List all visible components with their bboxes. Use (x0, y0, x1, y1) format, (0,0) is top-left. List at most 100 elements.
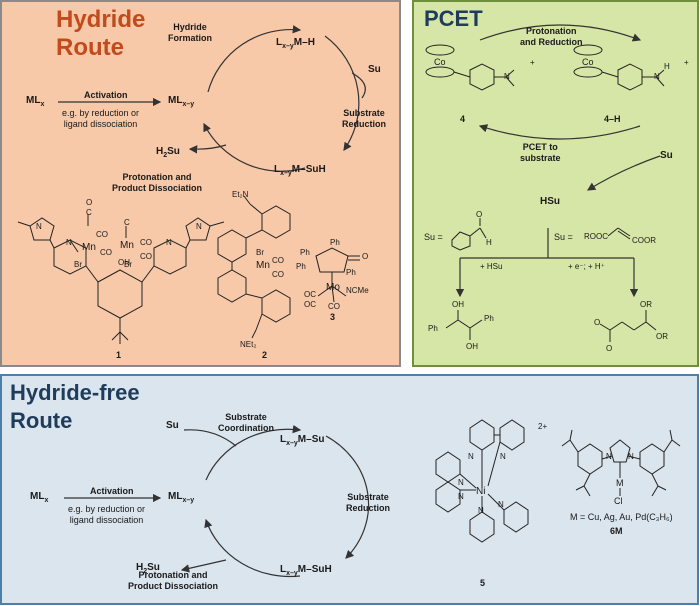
hydride-free-mlxy: MLx–y (168, 491, 195, 504)
c2-co-b: CO (272, 270, 284, 279)
pcet-h-ald: H (486, 238, 492, 247)
hydride-free-substrate-coordination-label: Substrate Coordination (218, 412, 274, 433)
c1-c-top: C (86, 208, 92, 217)
hydride-free-su: Su (166, 420, 179, 431)
compound-6m-label: 6M (610, 526, 623, 536)
hydride-free-substrate-reduction-label: Substrate Reduction (346, 492, 390, 513)
c1-br-left: Br (74, 260, 82, 269)
hydride-free-h2su: H2Su (136, 562, 160, 575)
pcet-or-bottom: OR (656, 332, 668, 341)
hydride-formation-label: Hydride Formation (168, 22, 212, 43)
c2-net2: NEt₂ (240, 340, 257, 349)
hydride-su: Su (368, 64, 381, 75)
pcet-protonation-reduction-label: Protonation and Reduction (520, 26, 583, 47)
pcet-title: PCET (424, 6, 483, 31)
pcet-o-left: O (594, 318, 601, 327)
c1-co-b: CO (100, 248, 112, 257)
hydride-mlx: MLx (26, 95, 45, 108)
c1-n-b: N (66, 238, 72, 247)
hydride-mlxy: MLx–y (168, 95, 195, 108)
pcet-oh-bottom: OH (466, 342, 478, 351)
pcet-o-ald: O (476, 210, 483, 219)
pcet-ph-right: Ph (484, 314, 494, 323)
hydride-free-title-2: Route (10, 408, 73, 433)
pcet-n-4h: N (654, 72, 660, 81)
c1-br-right: Br (124, 260, 132, 269)
compound-3-label: 3 (330, 312, 336, 322)
pcet-background (412, 0, 699, 367)
compound-1-label: 1 (116, 350, 122, 360)
hydride-protonation-label: Protonation and Product Dissociation (112, 172, 203, 193)
hydride-cycle-arrows (58, 25, 366, 172)
hydride-free-lmsuh: Lx–yM–SuH (280, 564, 332, 577)
hydride-activation-label: Activation (84, 90, 128, 100)
c3-ph-left: Ph (300, 248, 310, 257)
c2-br: Br (256, 248, 264, 257)
hydride-lmh: Lx–yM–H (276, 37, 315, 50)
pcet-su-eq2: Su = (554, 232, 573, 242)
c1-n-c: N (196, 222, 202, 231)
c3-mo: Mo (326, 282, 340, 293)
c1-oh: OH (118, 258, 130, 267)
compound-4h-label: 4–H (604, 114, 621, 124)
pcet-branch-right: + e⁻; + H⁺ (568, 262, 605, 271)
c1-n-a: N (36, 222, 42, 231)
c5-charge: 2+ (538, 422, 548, 431)
pcet-coor: COOR (632, 236, 656, 245)
pcet-arrows-and-structures (425, 24, 665, 342)
pcet-plus-4: + (530, 58, 535, 67)
compound-4-label: 4 (460, 114, 466, 124)
c1-c-top2: C (124, 218, 130, 227)
pcet-hsu: HSu (540, 196, 560, 207)
hydride-free-activation-label: Activation (90, 486, 134, 496)
pcet-rooc: ROOC (584, 232, 608, 241)
compound-5-label: 5 (480, 578, 486, 588)
c1-co-c: CO (140, 238, 152, 247)
hydride-h2su: H2Su (156, 146, 180, 159)
pcet-branch-left: + HSu (480, 262, 503, 271)
hydride-route-title-1: Hydride (56, 6, 146, 33)
pcet-su: Su (660, 150, 673, 161)
c6m-metals: M = Cu, Ag, Au, Pd(C₃H₆) (570, 512, 673, 522)
c3-ncme: NCMe (346, 286, 369, 295)
hydride-compounds-structures (17, 195, 360, 344)
c3-oc-a: OC (304, 290, 316, 299)
c5-n-f: N (478, 506, 484, 515)
pcet-su-eq1: Su = (424, 232, 443, 242)
hydride-free-background (0, 374, 699, 605)
c5-n-e: N (498, 500, 504, 509)
c6m-m: M (616, 478, 624, 488)
c1-co-a: CO (96, 230, 108, 239)
c2-co-a: CO (272, 256, 284, 265)
c5-ni: Ni (476, 486, 486, 497)
c3-ph-br: Ph (346, 268, 356, 277)
c6m-n-b: N (628, 452, 634, 461)
hydride-lmsuh: Lx–yM–SuH (274, 164, 326, 177)
c1-mn-right: Mn (120, 240, 134, 251)
c3-ph-bl: Ph (296, 262, 306, 271)
pcet-n-4: N (504, 72, 510, 81)
hydride-free-protonation-label: Protonation and Product Dissociation (128, 570, 219, 591)
pcet-oh-top: OH (452, 300, 464, 309)
c3-oc-b: OC (304, 300, 316, 309)
hydride-substrate-reduction-label: Substrate Reduction (342, 108, 386, 129)
pcet-co-4h: Co (582, 57, 594, 67)
c1-n-d: N (166, 238, 172, 247)
pcet-plus-4h: + (684, 58, 689, 67)
c3-o: O (362, 252, 369, 261)
c2-mn: Mn (256, 260, 270, 271)
hydride-free-panel (0, 374, 700, 606)
c5-n-c: N (458, 478, 464, 487)
hydride-route-panel (0, 0, 404, 368)
hydride-free-mlx: MLx (30, 491, 49, 504)
c5-n-b: N (500, 452, 506, 461)
compound-2-label: 2 (262, 350, 268, 360)
hydride-route-title-2: Route (56, 34, 124, 61)
c2-et2n: Et₂N (232, 190, 249, 199)
hydride-free-lmsu: Lx–yM–Su (280, 434, 325, 447)
pcet-or-top: OR (640, 300, 652, 309)
hydride-activation-note: e.g. by reduction or ligand dissociation (62, 108, 140, 129)
hydride-free-activation-note: e.g. by reduction or ligand dissociation (68, 504, 146, 525)
c5-n-d: N (458, 492, 464, 501)
